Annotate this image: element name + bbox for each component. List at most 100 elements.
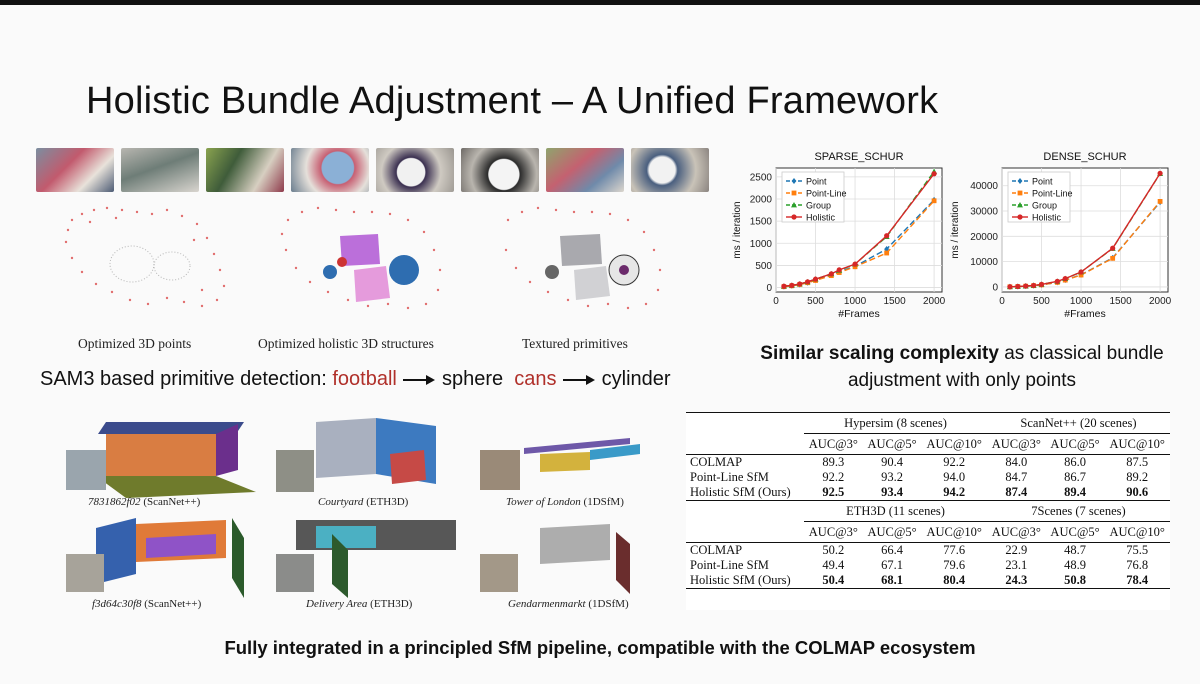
input-image — [376, 148, 454, 192]
y-tick-label: 2000 — [750, 195, 773, 206]
data-point — [1031, 282, 1037, 289]
data-point — [791, 190, 797, 196]
scaling-rest: as classical bundle adjustment with only… — [847, 343, 1164, 391]
x-tick-label: 1000 — [844, 296, 867, 307]
recon-caption: Gendarmenmarkt (1DSfM) — [508, 598, 629, 610]
metric-header: AUC@10° — [926, 524, 982, 539]
data-point — [791, 178, 797, 184]
bottom-statement: Fully integrated in a principled SfM pip… — [224, 637, 976, 658]
y-axis-label: ms / iteration — [950, 201, 961, 258]
data-point — [852, 261, 858, 267]
recon-caption: Courtyard (ETH3D) — [318, 496, 409, 508]
x-tick-label: 2000 — [923, 296, 946, 307]
data-point — [812, 276, 819, 282]
metric-header: AUC@5° — [1050, 524, 1100, 539]
scaling-bold: Similar scaling complexity — [760, 343, 999, 364]
data-point — [884, 250, 890, 256]
metric-header: AUC@10° — [1109, 524, 1165, 539]
sam3-detection-line: SAM3 based primitive detection: football… — [40, 368, 671, 391]
y-tick-label: 20000 — [970, 232, 998, 243]
data-point — [884, 233, 890, 239]
caption-optimized-3d-points: Optimized 3D points — [78, 336, 192, 351]
y-tick-label: 10000 — [970, 257, 998, 268]
reconstruction-scannetpp-1 — [66, 422, 256, 498]
metric-header: AUC@3° — [808, 436, 858, 451]
sam3-prefix: SAM3 based primitive detection: — [40, 368, 333, 390]
metric-header: AUC@10° — [926, 436, 982, 451]
chart-title: SPARSE_SCHUR — [814, 151, 903, 163]
input-image — [631, 148, 709, 192]
x-axis-label: #Frames — [838, 308, 879, 320]
football-word: football — [332, 368, 397, 390]
caption-textured-primitives: Textured primitives — [522, 336, 628, 351]
chart-title: DENSE_SCHUR — [1043, 151, 1126, 163]
recon-caption: 7831862f02 (ScanNet++) — [88, 496, 201, 508]
data-point — [805, 279, 811, 285]
legend-label: Group — [806, 201, 831, 211]
x-tick-label: 1000 — [1070, 296, 1093, 307]
data-point — [828, 271, 834, 277]
data-point — [1110, 245, 1116, 251]
y-axis-label: ms / iteration — [732, 201, 743, 258]
input-image — [36, 148, 114, 192]
recon-caption: Tower of London (1DSfM) — [506, 496, 624, 508]
data-point — [1017, 190, 1023, 196]
cans-word: cans — [514, 368, 557, 390]
data-point — [1110, 255, 1116, 261]
x-tick-label: 0 — [999, 296, 1005, 307]
point-cloud-points — [64, 206, 226, 308]
x-axis-label: #Frames — [1064, 308, 1105, 320]
data-point — [1023, 283, 1029, 289]
metric-header: AUC@10° — [1109, 436, 1165, 451]
dataset-header: Hypersim (8 scenes) — [804, 412, 987, 434]
x-tick-label: 0 — [773, 296, 779, 307]
data-point — [884, 246, 890, 253]
series-line — [783, 173, 935, 287]
data-point — [791, 214, 797, 220]
data-point — [931, 171, 937, 177]
dataset-header: 7Scenes (7 scenes) — [986, 500, 1170, 522]
input-image — [546, 148, 624, 192]
recon-caption: Delivery Area (ETH3D) — [306, 598, 413, 610]
metric-header: AUC@5° — [867, 524, 917, 539]
data-point — [791, 202, 797, 208]
slide-title: Holistic Bundle Adjustment – A Unified F… — [86, 80, 939, 122]
data-point — [852, 264, 858, 270]
window-top-bar — [0, 0, 1200, 5]
data-point — [1017, 202, 1023, 208]
x-tick-label: 1500 — [883, 296, 906, 307]
point-cloud-holistic-structures — [280, 206, 442, 310]
plot-area — [775, 167, 943, 293]
data-point — [1038, 281, 1045, 288]
data-point — [836, 267, 842, 273]
legend-label: Point-Line — [806, 189, 847, 199]
metric-header: AUC@3° — [991, 436, 1041, 451]
reconstruction-eth3d-delivery — [276, 520, 456, 598]
caption-optimized-holistic-structures: Optimized holistic 3D structures — [258, 336, 434, 351]
x-tick-label: 2000 — [1149, 296, 1172, 307]
y-tick-label: 1500 — [750, 217, 773, 228]
y-tick-label: 500 — [755, 261, 772, 272]
x-tick-label: 1500 — [1109, 296, 1132, 307]
metric-header: AUC@3° — [991, 524, 1041, 539]
scaling-statement: Similar scaling complexity as classical … — [752, 340, 1172, 394]
data-point — [789, 282, 795, 288]
legend-label: Point-Line — [1032, 189, 1073, 199]
sphere-word: sphere — [442, 368, 504, 390]
reconstruction-1dsfm-gendarmenmarkt — [480, 524, 630, 594]
input-image — [121, 148, 199, 192]
input-image — [461, 148, 539, 192]
metric-header: AUC@5° — [1050, 436, 1100, 451]
legend-label: Holistic — [806, 213, 836, 223]
recon-caption: f3d64c30f8 (ScanNet++) — [92, 598, 202, 610]
results-table: Hypersim (8 scenes) ScanNet++ (20 scenes… — [686, 412, 1170, 610]
cylinder-word: cylinder — [601, 368, 671, 390]
dataset-header: ScanNet++ (20 scenes) — [986, 412, 1170, 434]
legend-label: Holistic — [1032, 213, 1062, 223]
data-point — [1054, 278, 1060, 284]
